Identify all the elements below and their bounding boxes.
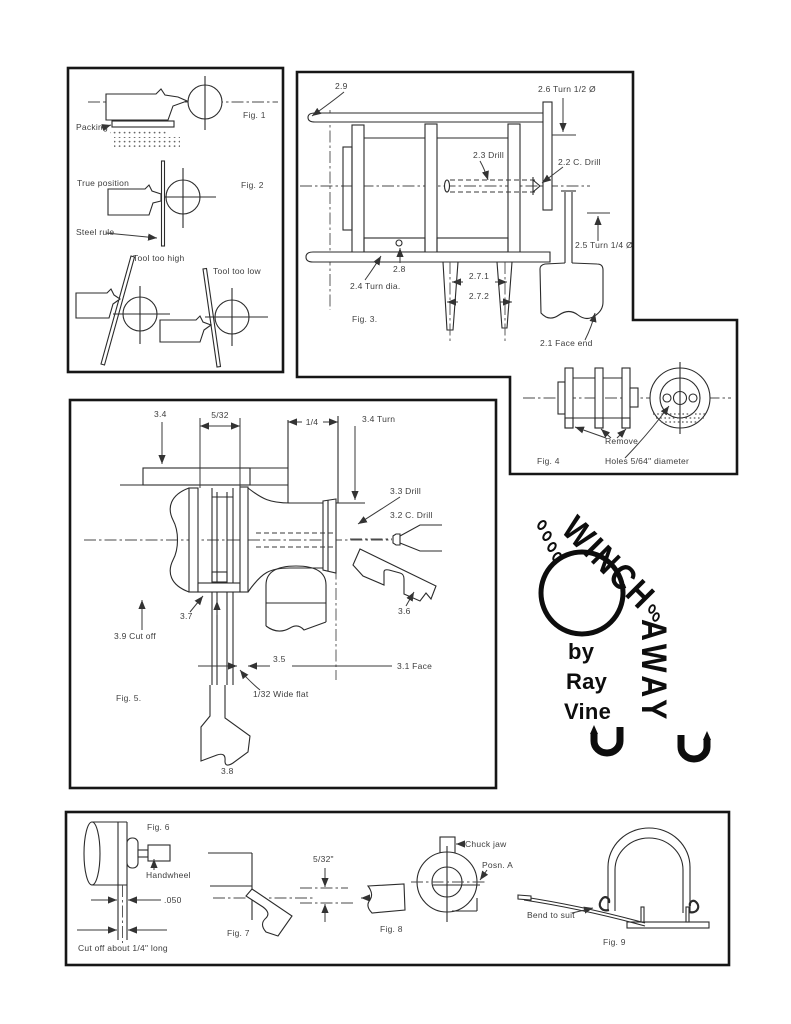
label-packing: Packing	[76, 122, 108, 132]
label-3-7: 3.7	[180, 611, 193, 621]
caption-fig3: Fig. 3.	[352, 314, 377, 324]
fig1-drawing	[88, 76, 278, 147]
label-posn-a: Posn. A	[482, 860, 513, 870]
label-tool-too-low: Tool too low	[213, 266, 261, 276]
label-3-4: 3.4	[154, 409, 167, 419]
fig5-drawing	[84, 416, 442, 766]
fig8-offset-dim	[300, 868, 353, 922]
fig7-drawing	[208, 852, 315, 937]
fig2-drawing	[105, 160, 216, 247]
label-cut-off-quarter: Cut off about 1/4" long	[78, 943, 168, 953]
logo-away: AWAY	[633, 619, 673, 724]
caption-fig9: Fig. 9	[603, 937, 626, 947]
label-2-9: 2.9	[335, 81, 348, 91]
label-tool-too-high: Tool too high	[133, 253, 184, 263]
label-true-position: True position	[77, 178, 129, 188]
hook-icons	[590, 727, 711, 763]
label-2-3-drill: 2.3 Drill	[473, 150, 504, 160]
label-3-3-drill: 3.3 Drill	[390, 486, 421, 496]
caption-fig8: Fig. 8	[380, 924, 403, 934]
label-050: .050	[164, 895, 182, 905]
label-5-32: 5/32	[211, 410, 229, 420]
panel-border	[66, 66, 285, 374]
panel-fig1-fig2: Packing Fig. 1 True position Fig. 2 Stee…	[66, 66, 285, 374]
panel-fig3-fig4: 2.9 2.6 Turn 1/2 Ø 2.3 Drill 2.2 C. Dril…	[295, 70, 739, 476]
logo-vine: Vine	[564, 699, 611, 724]
winch-away-logo: WINCH AWAY by Ray Vine	[537, 509, 711, 763]
hook-tip-right	[703, 731, 711, 740]
fig4-drawing	[523, 362, 731, 459]
logo-by: by	[568, 639, 595, 664]
label-handwheel: Handwheel	[146, 870, 191, 880]
caption-fig5: Fig. 5.	[116, 693, 141, 703]
label-2-1-face: 2.1 Face end	[540, 338, 593, 348]
panel-border	[64, 810, 731, 967]
label-bend-to-suit: Bend to suit	[527, 910, 575, 920]
label-3-8: 3.8	[221, 766, 234, 776]
label-2-2-cdrill: 2.2 C. Drill	[558, 157, 601, 167]
fig6-drawing	[77, 821, 171, 943]
chain-link-icon	[648, 604, 660, 622]
label-3-1-face: 3.1 Face	[397, 661, 432, 671]
fig3-drawing	[300, 91, 610, 342]
label-remove: Remove	[605, 436, 638, 446]
label-1-32-wide-flat: 1/32 Wide flat	[253, 689, 309, 699]
tool-too-low-drawing	[159, 267, 268, 368]
winch-ball-icon	[538, 549, 626, 637]
label-steel-rule: Steel rule	[76, 227, 114, 237]
caption-fig1: Fig. 1	[243, 110, 266, 120]
label-2-4-turn: 2.4 Turn dia.	[350, 281, 401, 291]
label-2-8: 2.8	[393, 264, 406, 274]
panel-fig5: 3.4 5/32 1/4 3.4 Turn 3.3 Drill 3.2 C. D…	[68, 398, 498, 790]
label-3-2-cdrill: 3.2 C. Drill	[390, 510, 433, 520]
label-3-5: 3.5	[273, 654, 286, 664]
label-3-6: 3.6	[398, 606, 411, 616]
steel-rule-shape	[160, 160, 166, 247]
label-2-5-turn: 2.5 Turn 1/4 Ø	[575, 240, 633, 250]
label-chuck-jaw: Chuck jaw	[465, 839, 507, 849]
caption-fig6: Fig. 6	[147, 822, 170, 832]
label-3-4-turn: 3.4 Turn	[362, 414, 395, 424]
label-2-7-1: 2.7.1	[469, 271, 489, 281]
hook-tip-left	[590, 725, 598, 734]
fig8-drawing	[361, 836, 489, 922]
tool-too-high-drawing	[75, 255, 170, 366]
logo-ray: Ray	[566, 669, 608, 694]
label-2-7-2: 2.7.2	[469, 291, 489, 301]
label-holes-diameter: Holes 5/64" diameter	[605, 456, 689, 466]
fig9-drawing	[517, 827, 710, 929]
caption-fig7: Fig. 7	[227, 928, 250, 938]
caption-fig4: Fig. 4	[537, 456, 560, 466]
label-1-4: 1/4	[306, 417, 319, 427]
label-5-32-in: 5/32"	[313, 854, 334, 864]
label-3-9-cutoff: 3.9 Cut off	[114, 631, 156, 641]
caption-fig2: Fig. 2	[241, 180, 264, 190]
panel-border	[68, 398, 498, 790]
panel-fig6-fig9: Fig. 6 Handwheel .050 Cut off about 1/4"…	[64, 810, 731, 967]
panel-border	[295, 70, 739, 476]
label-2-6-turn: 2.6 Turn 1/2 Ø	[538, 84, 596, 94]
